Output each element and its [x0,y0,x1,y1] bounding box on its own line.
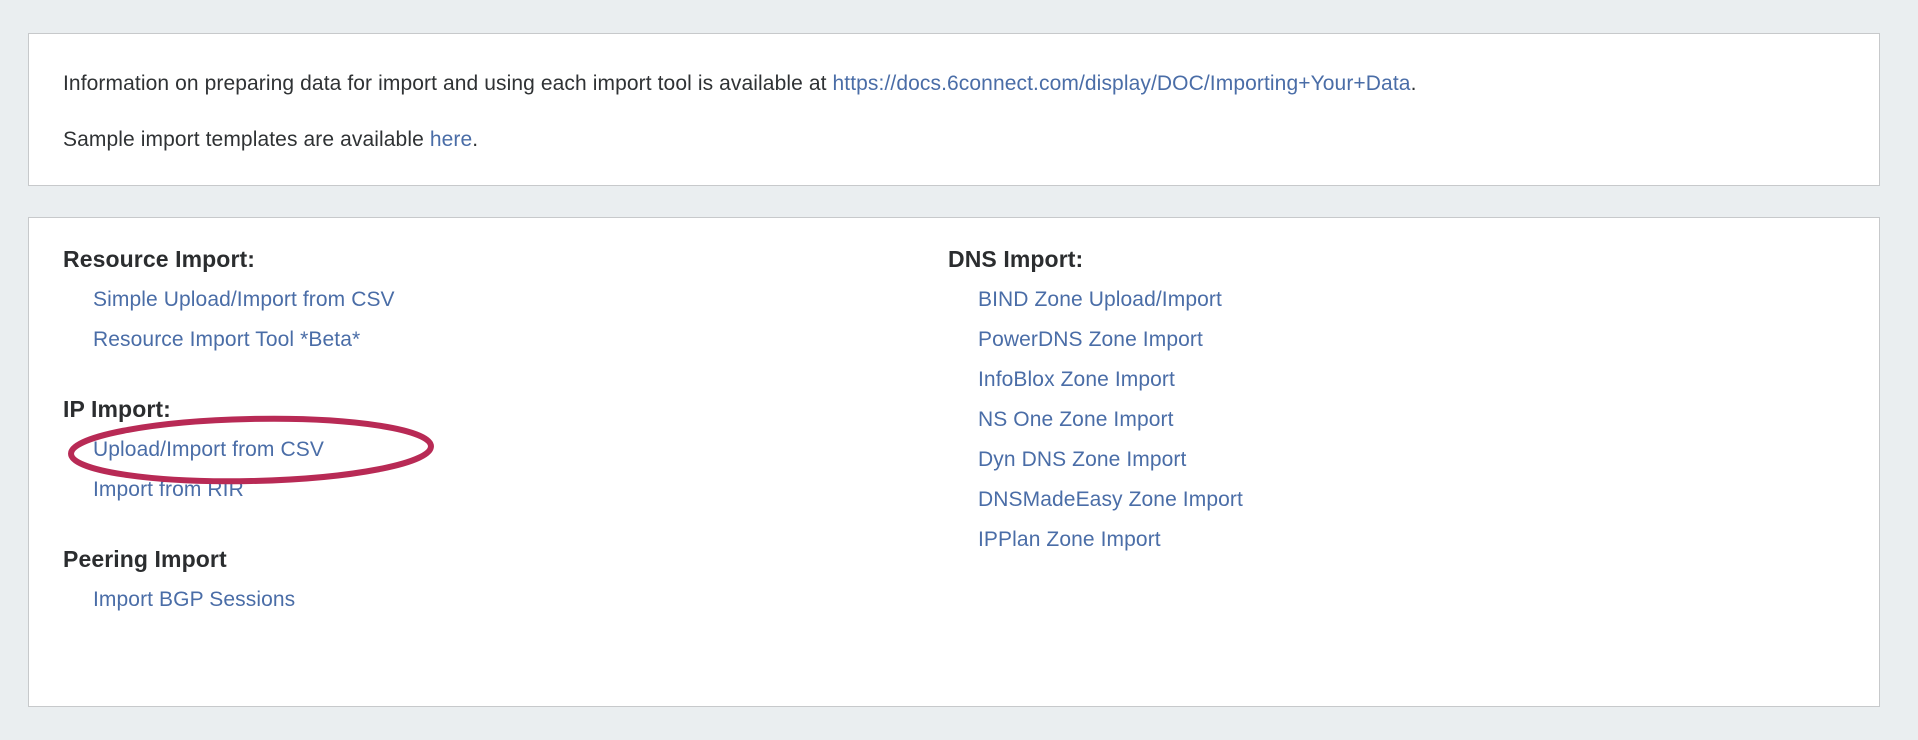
list-item: DNSMadeEasy Zone Import [978,480,1821,520]
docs-url-link[interactable]: https://docs.6connect.com/display/DOC/Im… [832,72,1411,95]
list-item: Upload/Import from CSV [93,430,921,470]
list-item: Simple Upload/Import from CSV [93,280,921,320]
ip-import-group: IP Import: Upload/Import from CSV Import… [63,394,921,510]
dnsmadeeasy-zone-import-link[interactable]: DNSMadeEasy Zone Import [978,488,1243,511]
import-from-rir-link[interactable]: Import from RIR [93,478,244,501]
docs-info-suffix: . [1410,72,1417,95]
list-item: Dyn DNS Zone Import [978,440,1821,480]
docs-info-prefix: Information on preparing data for import… [63,72,833,95]
import-bgp-sessions-link[interactable]: Import BGP Sessions [93,588,296,611]
ipplan-zone-import-link[interactable]: IPPlan Zone Import [978,528,1161,551]
list-item: PowerDNS Zone Import [978,320,1821,360]
documentation-info-panel: Information on preparing data for import… [28,33,1880,186]
resource-import-tool-beta-link[interactable]: Resource Import Tool *Beta* [93,328,361,351]
peering-import-link-list: Import BGP Sessions [63,580,921,620]
resource-import-link-list: Simple Upload/Import from CSV Resource I… [63,280,921,360]
ns-one-zone-import-link[interactable]: NS One Zone Import [978,408,1174,431]
list-item: Import BGP Sessions [93,580,921,620]
ip-upload-import-csv-link[interactable]: Upload/Import from CSV [93,438,324,461]
dyn-dns-zone-import-link[interactable]: Dyn DNS Zone Import [978,448,1187,471]
docs-info-line: Information on preparing data for import… [63,70,1879,98]
templates-info-prefix: Sample import templates are available [63,128,430,151]
resource-import-group: Resource Import: Simple Upload/Import fr… [63,244,921,360]
left-import-column: Resource Import: Simple Upload/Import fr… [29,244,921,620]
peering-import-group: Peering Import Import BGP Sessions [63,544,921,620]
peering-import-heading: Peering Import [63,546,227,572]
right-import-column: DNS Import: BIND Zone Upload/Import Powe… [921,244,1821,560]
dns-import-group: DNS Import: BIND Zone Upload/Import Powe… [948,244,1821,560]
list-item: Resource Import Tool *Beta* [93,320,921,360]
templates-info-suffix: . [472,128,479,151]
dns-import-heading: DNS Import: [948,246,1084,272]
ip-import-heading: IP Import: [63,396,171,422]
list-item: NS One Zone Import [978,400,1821,440]
list-item: IPPlan Zone Import [978,520,1821,560]
list-item: Import from RIR [93,470,921,510]
list-item: InfoBlox Zone Import [978,360,1821,400]
powerdns-zone-import-link[interactable]: PowerDNS Zone Import [978,328,1203,351]
ip-import-link-list: Upload/Import from CSV Import from RIR [63,430,921,510]
list-item: BIND Zone Upload/Import [978,280,1821,320]
simple-upload-import-csv-link[interactable]: Simple Upload/Import from CSV [93,288,395,311]
bind-zone-upload-import-link[interactable]: BIND Zone Upload/Import [978,288,1222,311]
import-tools-panel: Resource Import: Simple Upload/Import fr… [28,217,1880,707]
resource-import-heading: Resource Import: [63,246,256,272]
import-columns: Resource Import: Simple Upload/Import fr… [29,244,1879,620]
templates-info-line: Sample import templates are available he… [63,126,1879,154]
dns-import-link-list: BIND Zone Upload/Import PowerDNS Zone Im… [948,280,1821,560]
templates-here-link[interactable]: here [429,128,473,151]
infoblox-zone-import-link[interactable]: InfoBlox Zone Import [978,368,1175,391]
